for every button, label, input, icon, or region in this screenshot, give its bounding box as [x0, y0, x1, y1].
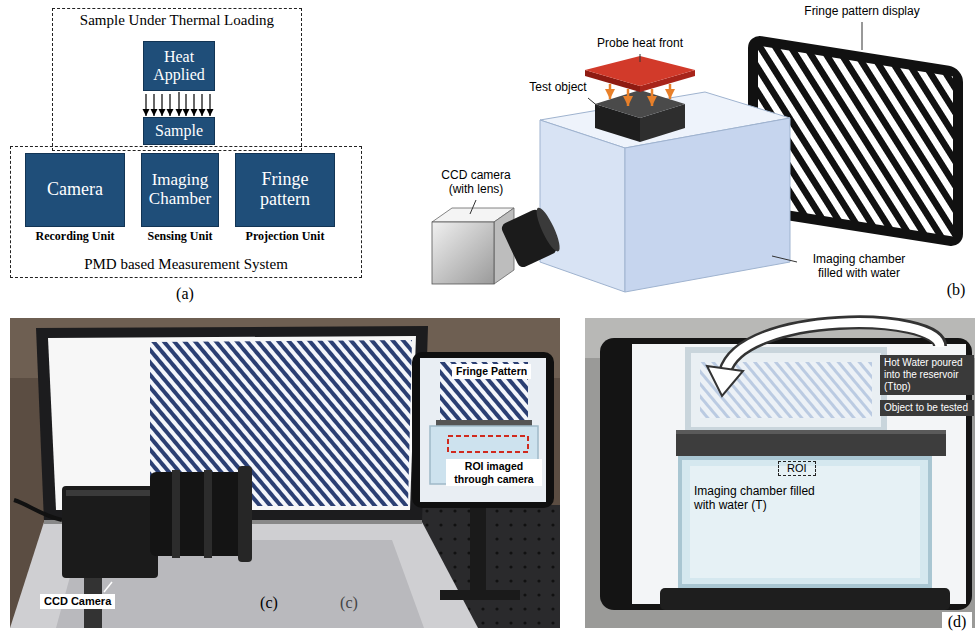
imaging-chamber [680, 458, 930, 586]
roi-box [448, 436, 528, 452]
box-label: Sample [155, 122, 203, 140]
unit-box: Imaging ChamberSensing Unit [141, 153, 219, 227]
connectors [179, 92, 180, 116]
panel-label: (c) [252, 593, 286, 612]
phone-frame [412, 352, 554, 508]
part-label: Imaging chamber filled with water [800, 252, 918, 281]
heat-flux-arrows [610, 84, 670, 106]
object-strip [436, 420, 532, 426]
box-label: Fringe pattern [240, 170, 330, 210]
part-label: Probe heat front [585, 36, 695, 50]
heat-arrow [145, 94, 146, 116]
process-box: Sample [143, 117, 215, 145]
panel-label: (d) [942, 612, 972, 631]
lab-photo [10, 318, 560, 628]
leader-line [104, 582, 112, 592]
stand-base [660, 588, 950, 610]
unit-caption: Sensing Unit [128, 230, 232, 244]
leader-line [470, 200, 476, 214]
test-object [595, 90, 685, 142]
camera-body [62, 486, 158, 578]
chamber-front [625, 118, 790, 292]
setup-photo [585, 318, 975, 628]
ccd-camera [432, 205, 564, 284]
heat-arrow [169, 94, 170, 116]
group-title: Sample Under Thermal Loading [53, 9, 301, 29]
heat-flux-arrow [651, 89, 654, 106]
dashed-group: Heat AppliedSample Sample Under Thermal L… [52, 8, 302, 151]
part-label: CCD camera (with lens) [430, 168, 522, 197]
imaging-chamber [540, 92, 790, 292]
unit-box: CameraRecording Unit [25, 153, 125, 227]
photo-label: Object to be tested [880, 400, 974, 416]
phone-post-base [440, 590, 520, 600]
photo-ground [585, 318, 975, 628]
photo-label: Fringe Pattern [452, 364, 531, 379]
object-highlight [676, 430, 946, 434]
camera-front [432, 222, 494, 284]
leader-line [640, 54, 641, 62]
object-top [595, 90, 685, 118]
chamber-water [690, 466, 920, 578]
chamber-side [540, 120, 625, 292]
heat-arrow [201, 94, 202, 116]
camera-lens [500, 205, 564, 269]
reservoir [688, 350, 884, 430]
photo-label: CCD Camera [40, 594, 115, 609]
panel-label: (c) [332, 593, 366, 612]
camera-lens [150, 472, 246, 556]
part-label: Test object [522, 80, 594, 94]
heat-arrow [161, 94, 162, 116]
camera-highlight [66, 490, 154, 496]
leader-line [588, 98, 600, 108]
photo-label: Hot Water poured into the reservoir (Tto… [880, 355, 974, 395]
roi-label: ROI [778, 461, 816, 476]
unit-caption: Recording Unit [12, 230, 138, 244]
panel-label: (b) [938, 280, 974, 299]
dashed-group: CameraRecording UnitImaging ChamberSensi… [10, 146, 362, 278]
heat-flux-arrow [669, 84, 672, 99]
leader-lines [470, 22, 862, 262]
box-label: Heat Applied [148, 48, 210, 83]
box-label: Imaging Chamber [146, 171, 214, 208]
heat-arrow [185, 94, 186, 116]
lens-ring [204, 470, 212, 558]
phone-screen [420, 358, 546, 502]
heat-arrow [153, 94, 154, 116]
panel-label: (a) [165, 284, 205, 303]
heat-arrow [193, 94, 194, 116]
unit-box: Fringe patternProjection Unit [235, 153, 335, 227]
heat-flux-arrow [609, 84, 612, 99]
heat-arrows [146, 94, 210, 116]
flow-arrow [178, 92, 179, 116]
reservoir-water [700, 362, 872, 418]
group-title: PMD based Measurement System [11, 256, 361, 273]
photo-label: Imaging chamber filled with water (T) [694, 484, 834, 513]
lens-front [533, 205, 564, 254]
phone-post [470, 505, 486, 595]
process-box: Heat Applied [143, 41, 215, 91]
unit-caption: Projection Unit [222, 230, 348, 244]
leader-line [772, 256, 797, 262]
photo-label: ROI imaged through camera [446, 459, 542, 486]
lens-front [238, 466, 252, 562]
pour-arrow-head [707, 366, 743, 396]
heat-flux-arrow [627, 89, 630, 106]
photo-ground [10, 318, 560, 628]
usb-cable [14, 500, 62, 520]
lens-ring [172, 470, 180, 558]
part-label: Fringe pattern display [787, 4, 937, 18]
object-strip [676, 430, 946, 456]
box-label: Camera [47, 180, 103, 200]
leader-line [862, 22, 863, 50]
heat-arrow [209, 94, 210, 116]
